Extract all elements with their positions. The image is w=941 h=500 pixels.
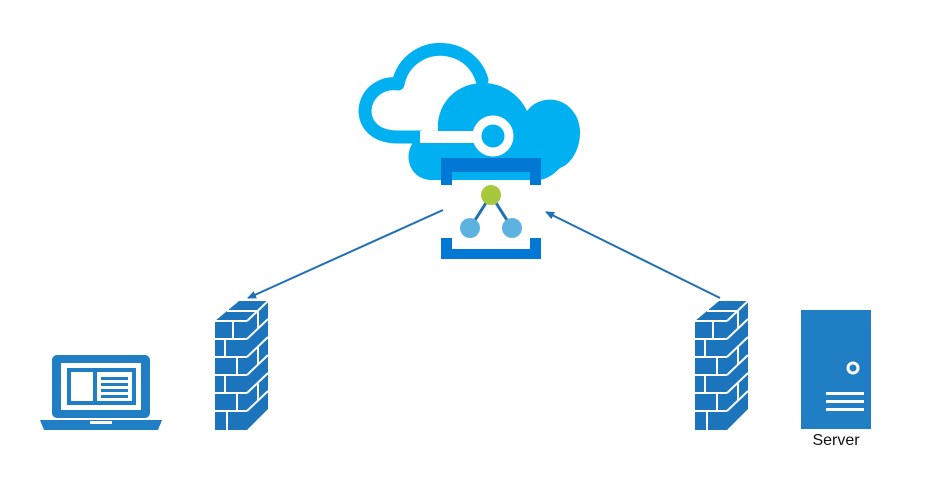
- arrow-cloud-to-left-firewall: [247, 209, 444, 299]
- server-icon: [801, 310, 871, 429]
- firewall-icon-right: [695, 300, 749, 430]
- server-label: Server: [812, 432, 860, 449]
- arrow-right-firewall-to-cloud: [545, 211, 721, 299]
- firewall-icon-left: [215, 300, 269, 430]
- tray-bottom-shape: [441, 238, 541, 259]
- cloud-fill-shape: [408, 82, 581, 180]
- tree-node-left: [460, 218, 480, 238]
- cloud-connect-icon: [358, 42, 581, 259]
- cloud-outline-shape: [358, 42, 489, 144]
- cloud-connector-ring: [472, 115, 514, 157]
- laptop-icon: [40, 355, 162, 430]
- tree-node-right: [502, 218, 522, 238]
- tray-top-shape: [441, 158, 541, 185]
- tree-node-root: [481, 185, 501, 205]
